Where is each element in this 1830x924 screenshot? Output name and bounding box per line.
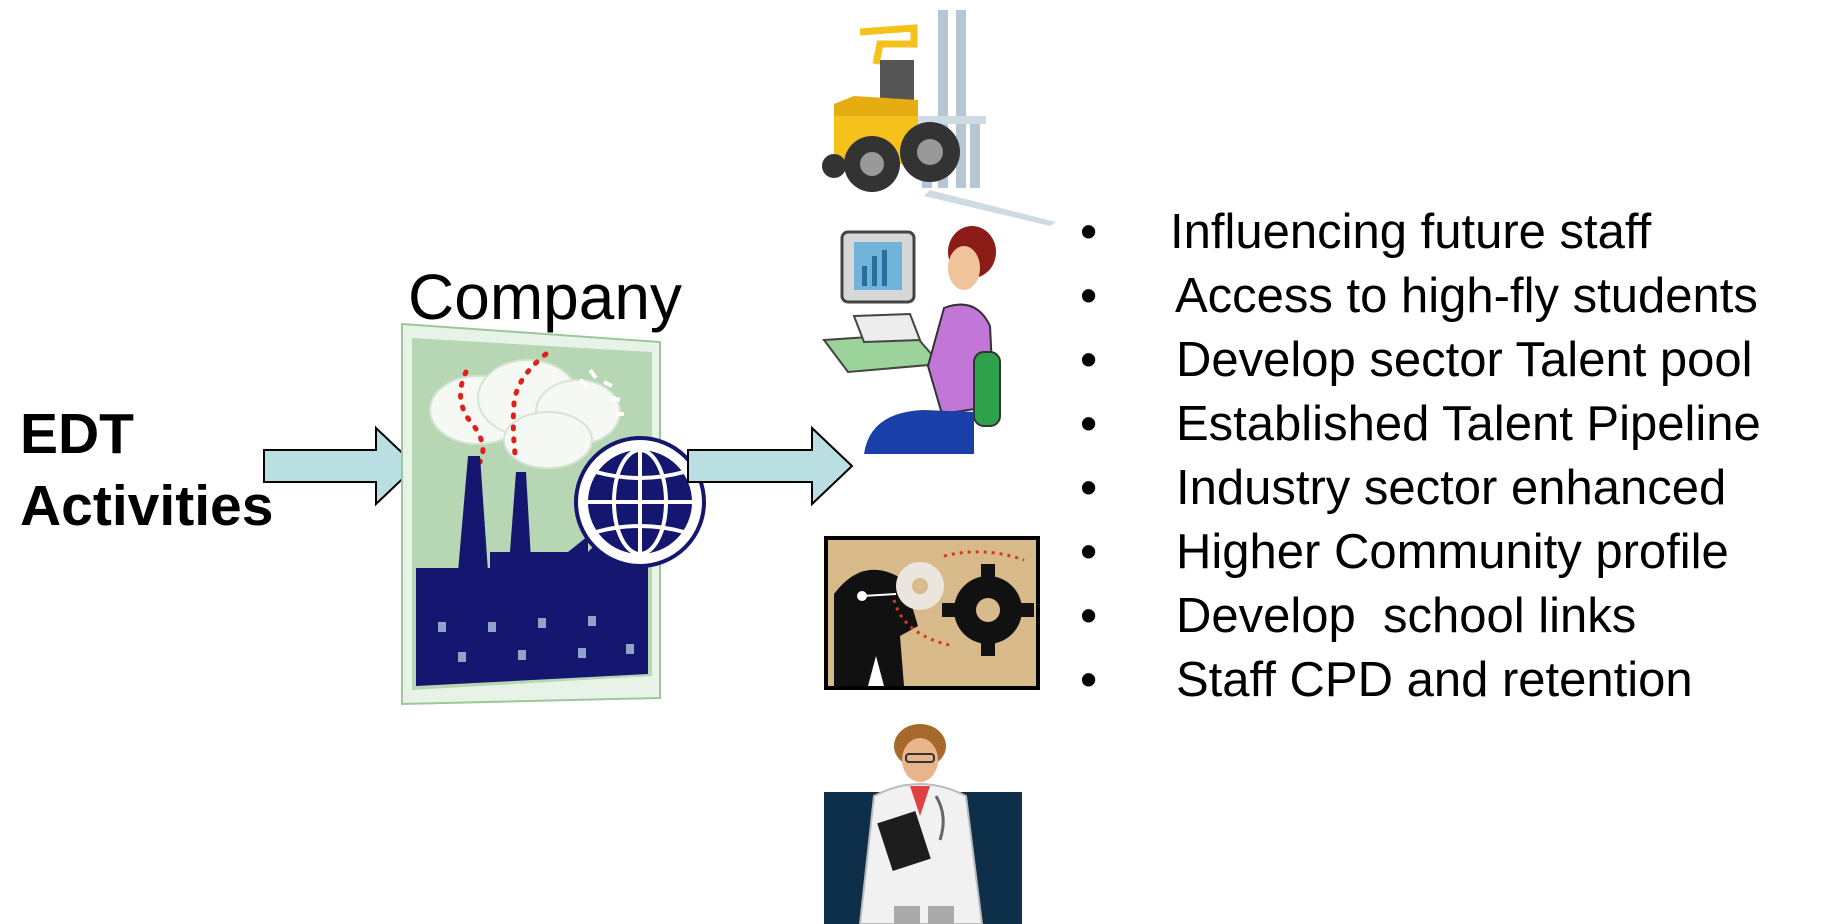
bullet-dot: • bbox=[1080, 205, 1098, 259]
benefit-text: Established Talent Pipeline bbox=[1176, 397, 1761, 451]
edt-label-line1: EDT bbox=[20, 402, 134, 466]
benefit-text: Higher Community profile bbox=[1176, 525, 1729, 579]
company-label: Company bbox=[408, 261, 682, 333]
doctor-icon bbox=[824, 724, 1022, 924]
arrow-output-icon bbox=[687, 425, 854, 507]
business-gears-icon bbox=[824, 536, 1040, 690]
bullet-dot: • bbox=[1080, 525, 1098, 579]
bullet-dot: • bbox=[1080, 333, 1098, 387]
edt-activities-label: EDT Activities bbox=[20, 398, 273, 542]
bullet-dot: • bbox=[1080, 269, 1098, 323]
benefit-text: Industry sector enhanced bbox=[1176, 461, 1727, 515]
benefit-text: Develop sector Talent pool bbox=[1176, 333, 1753, 387]
arrow-input-icon bbox=[263, 425, 418, 507]
benefit-text: Access to high-fly students bbox=[1175, 269, 1758, 323]
bullet-dot: • bbox=[1080, 397, 1098, 451]
benefit-text: Develop school links bbox=[1176, 589, 1637, 643]
forklift-icon bbox=[822, 10, 1056, 226]
factory-globe-icon bbox=[401, 322, 706, 706]
bullet-dot: • bbox=[1080, 461, 1098, 515]
edt-label-line2: Activities bbox=[20, 474, 274, 538]
office-worker-icon bbox=[822, 226, 1001, 454]
bullet-dot: • bbox=[1080, 653, 1098, 707]
benefit-text: Influencing future staff bbox=[1170, 205, 1652, 259]
bullet-dot: • bbox=[1080, 589, 1098, 643]
benefit-text: Staff CPD and retention bbox=[1176, 653, 1693, 707]
